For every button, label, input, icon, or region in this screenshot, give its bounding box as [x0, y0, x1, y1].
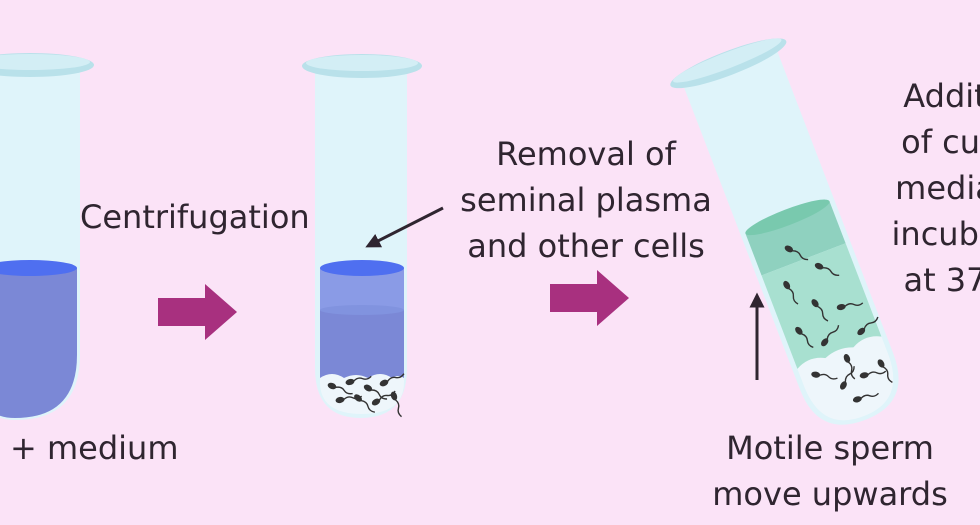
- medium-layer: [320, 310, 404, 378]
- test-tube-sample: [0, 53, 94, 420]
- culture-media-layer: [745, 201, 846, 276]
- culture-surface: [745, 199, 830, 236]
- step-arrow-icon: [550, 270, 629, 326]
- test-tube-swim-up: [670, 38, 899, 425]
- sample-surface: [0, 260, 77, 276]
- label-centrifugation: Centrifugation: [80, 198, 310, 236]
- supernatant-layer: [320, 268, 404, 310]
- medium-surface: [320, 260, 404, 276]
- label-removal: Removal of seminal plasma and other cell…: [460, 135, 712, 265]
- step-arrow-icon: [158, 284, 237, 340]
- sample-medium: [0, 268, 77, 418]
- test-tube-centrifuged: [302, 54, 422, 419]
- label-medium: + medium: [10, 429, 179, 467]
- label-swim-up: Motile sperm move upwards: [712, 429, 948, 513]
- pointer-arrow-icon: [365, 206, 444, 248]
